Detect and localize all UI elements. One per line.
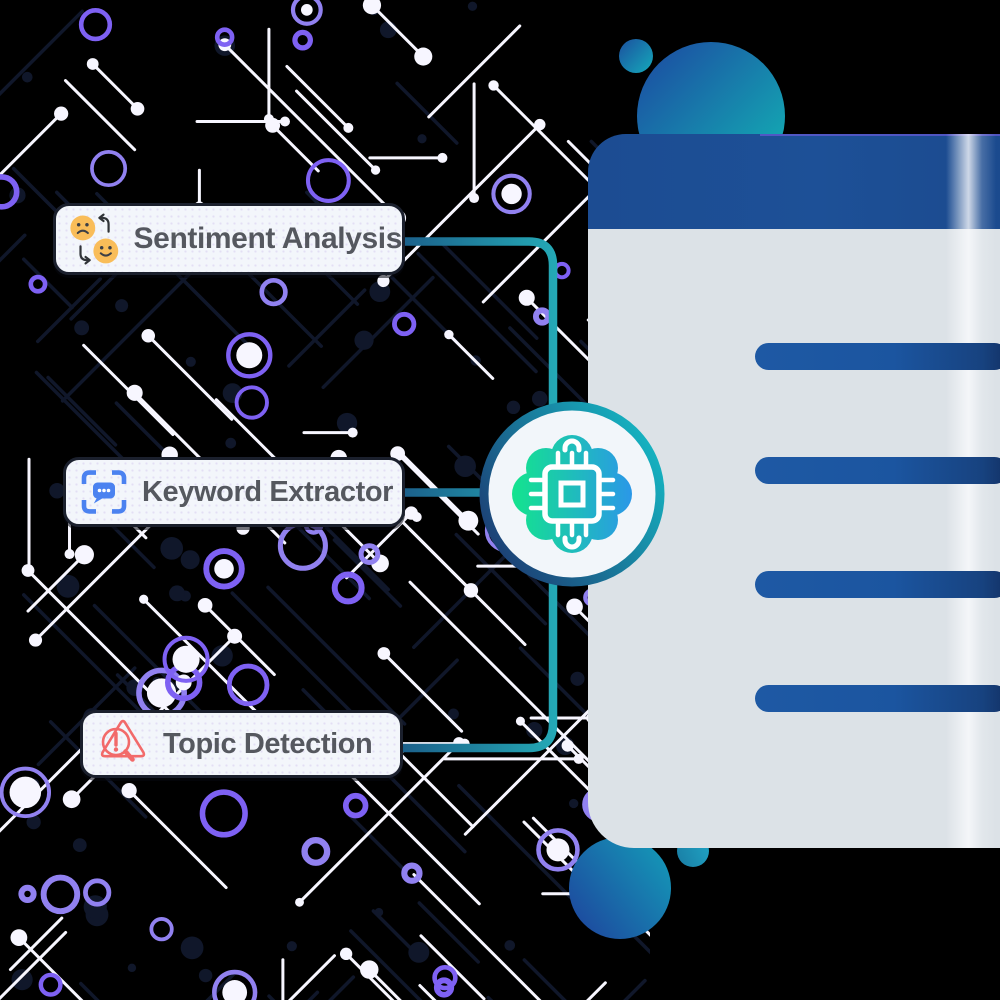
document-text-line (755, 685, 1000, 712)
chip-bottom-arc (562, 535, 582, 550)
feature-label-topic: Topic Detection (163, 727, 373, 760)
connector-sentiment (405, 237, 558, 420)
document-text-line (755, 571, 1000, 598)
feature-card-sentiment: Sentiment Analysis (53, 203, 405, 275)
feature-card-topic: Topic Detection (80, 710, 403, 778)
bubble-small-top (619, 39, 653, 73)
bubble-large-bottom (569, 837, 671, 939)
document-header (588, 134, 1000, 229)
feature-label-keyword: Keyword Extractor (142, 475, 394, 508)
chip-icon (528, 438, 616, 550)
topic-alert-icon (100, 719, 146, 762)
keyword-scan-icon (81, 470, 127, 514)
feature-card-keyword: Keyword Extractor (63, 457, 405, 527)
document-text-line (755, 343, 1000, 370)
chip-top-arc (562, 438, 582, 453)
sentiment-swap-icon (70, 213, 119, 265)
document-body (588, 229, 1000, 848)
document-page-highlight (946, 134, 996, 848)
feature-label-sentiment: Sentiment Analysis (133, 222, 403, 255)
connector-topic (403, 566, 558, 753)
ai-hub (479, 401, 665, 587)
document-text-line (755, 457, 1000, 484)
